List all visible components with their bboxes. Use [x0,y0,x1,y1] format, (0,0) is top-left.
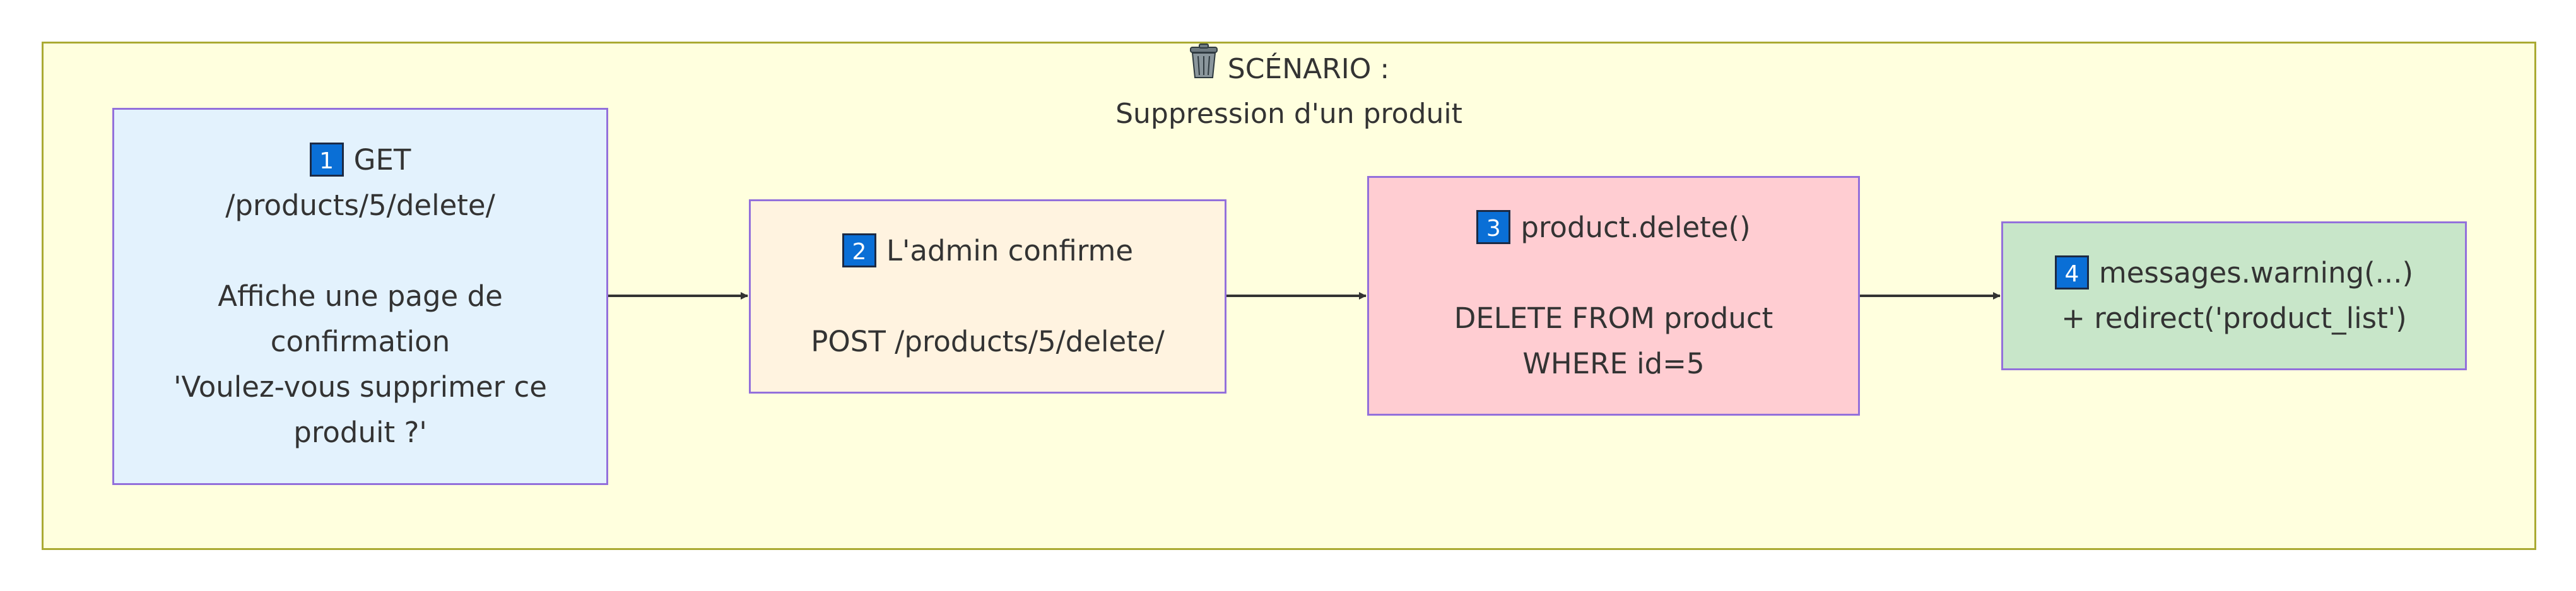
step-1-heading-line: 1 GET [309,138,411,183]
step-1-line: produit ?' [293,416,427,449]
step-3-heading-line: 3 product.delete() [1476,205,1751,250]
step-3-line: WHERE id=5 [1522,347,1705,380]
step-1-node: 1 GET /products/5/delete/ Affiche une pag… [112,108,608,485]
step-2-badge: 2 [842,233,876,267]
step-3-heading: product.delete() [1520,211,1751,244]
step-3-node: 3 product.delete() DELETE FROM product WH… [1367,176,1860,416]
step-2-heading-line: 2 L'admin confirme [842,228,1133,274]
step-1-badge: 1 [309,143,344,177]
step-3-line: DELETE FROM product [1454,301,1773,335]
step-2-node: 2 L'admin confirme POST /products/5/delet… [749,199,1226,394]
scenario-title-line1: SCÉNARIO : [1227,53,1390,85]
step-4-node: 4 messages.warning(...) + redirect('produ… [2001,221,2467,370]
step-3-badge: 3 [1476,210,1511,244]
step-4-badge: 4 [2054,255,2089,290]
wastebasket-icon [1189,44,1219,93]
step-4-line: + redirect('product_list') [2061,301,2407,335]
step-1-line: 'Voulez-vous supprimer ce [173,370,547,404]
step-1-line: /products/5/delete/ [225,189,495,222]
step-1-heading: GET [353,143,411,177]
step-2-heading: L'admin confirme [886,234,1134,267]
scenario-title: SCÉNARIO : [44,44,2534,95]
step-2-line: POST /products/5/delete/ [811,325,1165,358]
step-1-line: confirmation [270,325,450,358]
step-4-heading: messages.warning(...) [2098,256,2414,290]
step-4-heading-line: 4 messages.warning(...) [2054,250,2414,296]
scenario-subtitle: Suppression d'un produit [1115,98,1462,130]
step-1-line: Affiche une page de [218,279,503,313]
